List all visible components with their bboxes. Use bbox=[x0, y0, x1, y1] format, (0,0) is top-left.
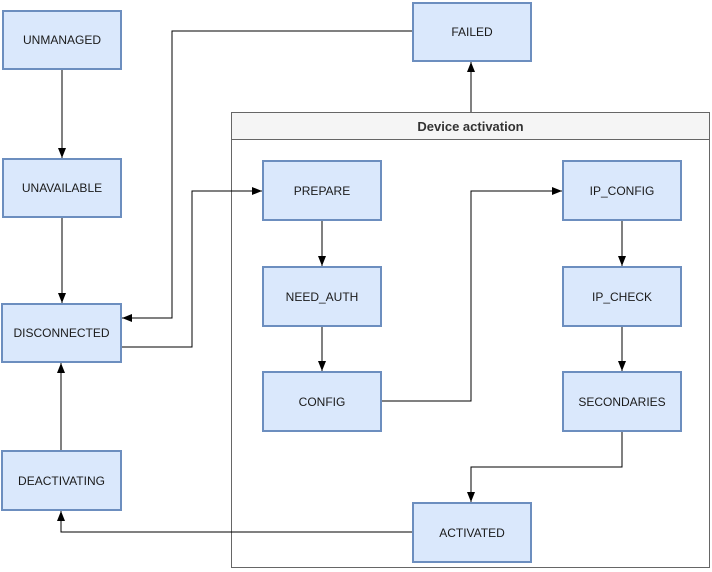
state-node-failed: FAILED bbox=[412, 2, 532, 62]
device-activation-title: Device activation bbox=[232, 113, 709, 140]
state-node-config: CONFIG bbox=[262, 371, 382, 432]
state-node-disconnected: DISCONNECTED bbox=[1, 303, 122, 363]
edge-activated-to-deactivating bbox=[57, 511, 412, 533]
state-node-prepare: PREPARE bbox=[262, 160, 382, 221]
state-node-secondaries: SECONDARIES bbox=[562, 371, 682, 432]
state-node-ip-config: IP_CONFIG bbox=[562, 160, 682, 221]
state-node-unmanaged: UNMANAGED bbox=[2, 10, 122, 70]
state-node-activated: ACTIVATED bbox=[412, 502, 532, 563]
edge-secondaries-to-activated bbox=[467, 432, 623, 502]
state-node-need-auth: NEED_AUTH bbox=[262, 266, 382, 327]
edge-disconnected-to-prepare bbox=[122, 187, 262, 348]
state-node-unavailable: UNAVAILABLE bbox=[2, 158, 122, 218]
edge-failed-to-disconnected bbox=[122, 30, 412, 322]
state-node-ip-check: IP_CHECK bbox=[562, 266, 682, 327]
edge-config-to-ip_config bbox=[382, 187, 562, 402]
state-node-deactivating: DEACTIVATING bbox=[1, 450, 122, 511]
